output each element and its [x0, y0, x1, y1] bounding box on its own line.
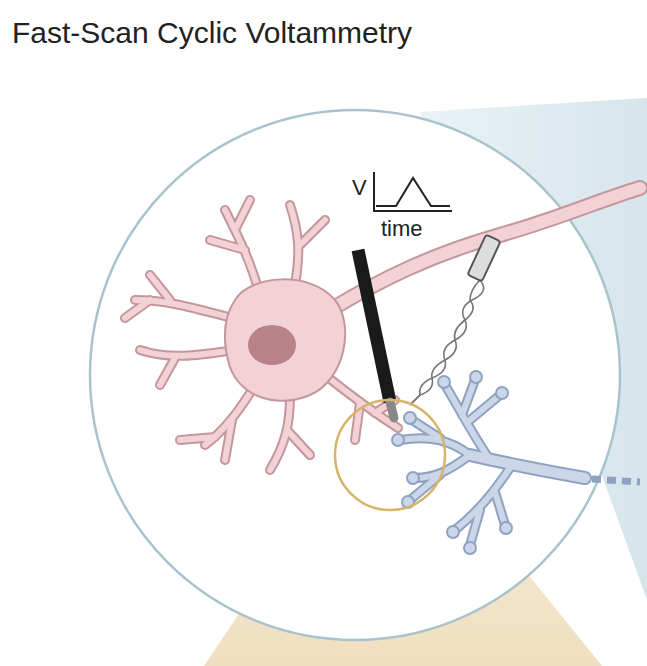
- waveform-inset: [374, 172, 452, 211]
- magnified-view: [90, 110, 620, 640]
- axis-label: time: [381, 217, 423, 241]
- axon-terminal: [392, 371, 640, 554]
- stimulating-electrode: [410, 235, 501, 405]
- axis-label: V: [352, 176, 367, 200]
- zoom-circle: [335, 400, 445, 510]
- diagram-title: Fast-Scan Cyclic Voltammetry: [12, 16, 412, 49]
- carbon-fiber-electrode: [358, 250, 394, 418]
- neuron: [125, 188, 640, 470]
